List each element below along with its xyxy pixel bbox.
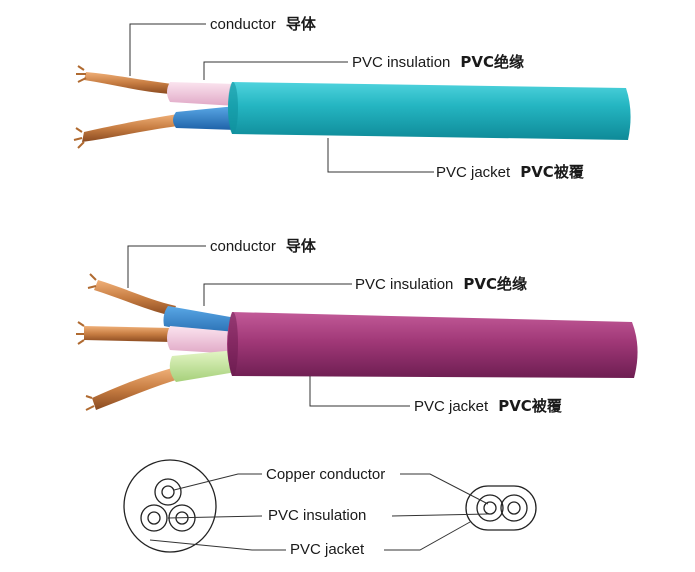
cross-section-round (123, 459, 217, 553)
cable-1-insulation-label: PVC insulation PVC绝缘 (352, 53, 524, 72)
cable-2-insulation-pink (167, 326, 236, 354)
cable-1-insulation-pink (167, 82, 236, 106)
cable-1-insulation-cn: PVC绝缘 (460, 53, 525, 71)
cable-1-jacket-label: PVC jacket PVC被覆 (436, 163, 584, 182)
cable-1 (73, 23, 631, 173)
cable-2 (76, 245, 638, 411)
cable-2-insulation-green (169, 350, 236, 382)
cable-1-insulation-en: PVC insulation (352, 54, 451, 71)
cable-2-conductor-cn: 导体 (285, 237, 316, 255)
cable-1-jacket (228, 82, 631, 140)
cable-1-conductor-label: conductor 导体 (210, 15, 316, 34)
cable-2-insulation-label: PVC insulation PVC绝缘 (355, 275, 527, 294)
cable-1-conductor-en: conductor (210, 16, 276, 33)
cross-section-leaders (149, 473, 489, 551)
cable-1-conductor-1 (76, 65, 172, 94)
cable-2-jacket (227, 312, 638, 378)
copper-conductor-label: Copper conductor (266, 466, 386, 483)
cross-section-flat (465, 485, 537, 531)
pvc-jacket-label: PVC jacket (290, 541, 365, 558)
cable-1-conductor-cn: 导体 (285, 15, 316, 33)
cable-1-jacket-en: PVC jacket (436, 164, 511, 181)
cable-2-jacket-cn: PVC被覆 (498, 397, 562, 415)
cable-2-insulation-cn: PVC绝缘 (463, 275, 528, 293)
cable-2-jacket-label: PVC jacket PVC被覆 (414, 397, 562, 416)
cable-1-leaders (129, 23, 434, 173)
cable-2-conductor-label: conductor 导体 (210, 237, 316, 256)
cable-2-leaders (127, 245, 410, 407)
cable-2-conductor-3 (85, 368, 176, 411)
cable-1-jacket-cn: PVC被覆 (520, 163, 584, 181)
cable-1-conductor-2 (73, 114, 178, 149)
cable-2-conductor-en: conductor (210, 238, 276, 255)
cable-2-conductor-1 (87, 273, 176, 316)
cable-1-insulation-blue (173, 106, 236, 130)
cable-2-jacket-en: PVC jacket (414, 398, 489, 415)
cable-2-insulation-en: PVC insulation (355, 276, 454, 293)
pvc-insulation-label: PVC insulation (268, 507, 367, 524)
cable-2-conductor-2 (76, 321, 172, 345)
